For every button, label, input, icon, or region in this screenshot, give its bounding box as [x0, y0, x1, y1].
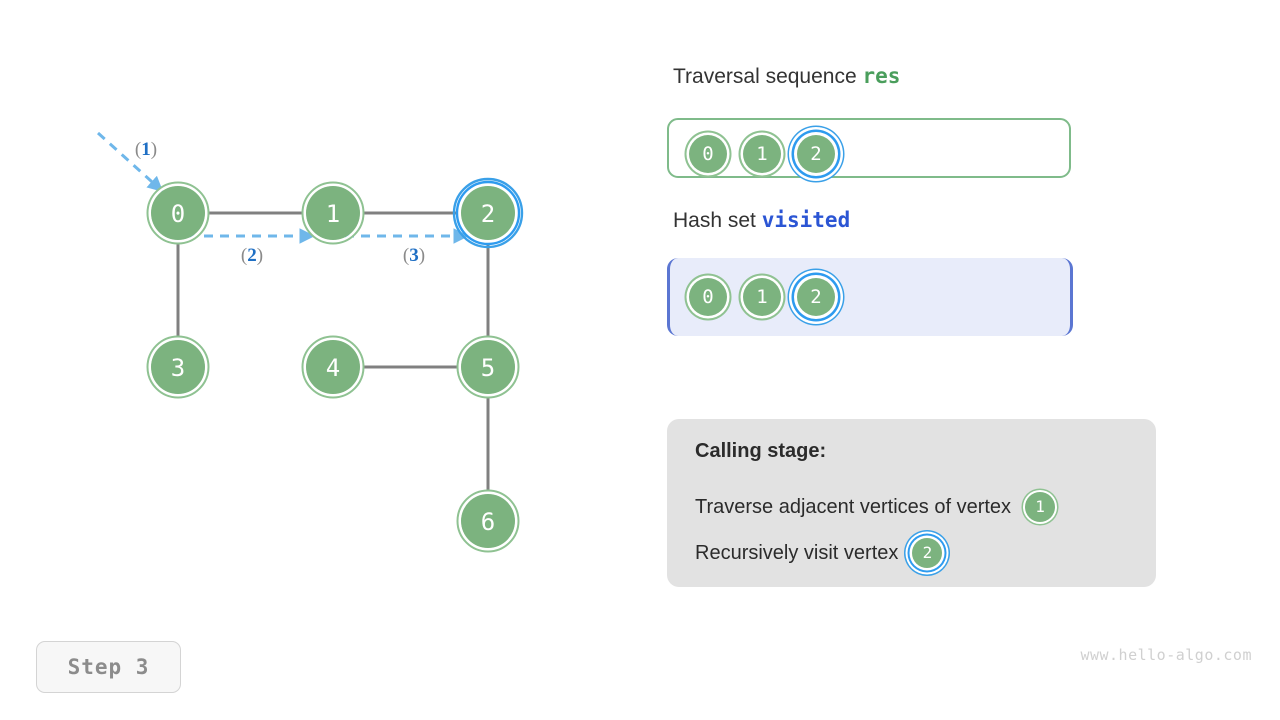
step-badge: Step 3 [36, 641, 181, 693]
graph-node-2[interactable]: 2 [452, 177, 524, 249]
traversal-arrows [96, 131, 470, 244]
res-item[interactable]: 1 [743, 135, 781, 173]
traversal-arrow-1 [96, 131, 164, 193]
calling-stage-vertex-label: 2 [922, 543, 933, 562]
visited-variable-name: visited [761, 208, 851, 232]
step-badge-label: Step 3 [67, 655, 150, 679]
calling-stage-line: Traverse adjacent vertices of vertex 1 [695, 492, 1056, 522]
graph-nodes: 0 1 2 [146, 177, 524, 553]
state-panel: Traversal sequence res 0 1 2 Hash set vi… [667, 0, 1227, 620]
graph-node-6-label: 6 [481, 508, 495, 536]
visited-item-label: 2 [810, 285, 822, 308]
graph-node-6[interactable]: 6 [456, 489, 520, 553]
res-title-text: Traversal sequence [673, 65, 863, 88]
calling-stage-vertex-label: 1 [1035, 497, 1045, 516]
graph-node-1[interactable]: 1 [301, 181, 365, 245]
res-item[interactable]: 0 [689, 135, 727, 173]
res-items: 0 1 2 [683, 129, 841, 179]
visited-title-text: Hash set [673, 209, 762, 232]
traversal-label-3: (3) [403, 245, 425, 266]
visited-items: 0 1 2 [683, 272, 841, 322]
graph-node-3-label: 3 [171, 354, 185, 382]
graph-node-0[interactable]: 0 [146, 181, 210, 245]
res-item-label: 2 [810, 142, 822, 165]
res-section-title: Traversal sequence res [673, 64, 900, 89]
res-item-label: 1 [756, 142, 768, 165]
graph-node-2-label: 2 [481, 200, 495, 228]
res-container [667, 118, 1071, 178]
graph-diagram: (1) (2) (3) 0 [0, 0, 620, 620]
res-variable-name: res [862, 64, 901, 88]
graph-svg: (1) (2) (3) 0 [96, 131, 524, 553]
visited-section-title: Hash set visited [673, 208, 850, 233]
visited-container [667, 258, 1073, 336]
traversal-arrow-labels: (1) (2) (3) [135, 139, 425, 266]
graph-node-4[interactable]: 4 [301, 335, 365, 399]
res-item[interactable]: 2 [797, 135, 835, 173]
graph-node-1-label: 1 [326, 200, 340, 228]
watermark: www.hello-algo.com [1080, 646, 1252, 664]
graph-node-5-label: 5 [481, 354, 495, 382]
visited-item-label: 0 [702, 285, 714, 308]
calling-stage-heading: Calling stage: [695, 440, 827, 462]
visited-item[interactable]: 0 [689, 278, 727, 316]
traversal-label-2: (2) [241, 245, 263, 266]
graph-edges [176, 211, 490, 493]
visited-item-label: 1 [756, 285, 768, 308]
calling-stage-line-text: Recursively visit vertex [695, 541, 899, 564]
visited-item[interactable]: 2 [797, 278, 835, 316]
graph-node-0-label: 0 [171, 200, 185, 228]
graph-node-3[interactable]: 3 [146, 335, 210, 399]
graph-node-4-label: 4 [326, 354, 340, 382]
res-item-label: 0 [702, 142, 714, 165]
calling-stage-vertex-badge[interactable]: 2 [912, 538, 943, 568]
calling-stage-panel [667, 419, 1156, 587]
calling-stage-vertex-badge[interactable]: 1 [1025, 492, 1056, 522]
traversal-label-1: (1) [135, 139, 157, 160]
calling-stage-line: Recursively visit vertex 2 [695, 538, 943, 568]
graph-node-5[interactable]: 5 [456, 335, 520, 399]
calling-stage-line-text: Traverse adjacent vertices of vertex [695, 495, 1012, 518]
visited-item[interactable]: 1 [743, 278, 781, 316]
